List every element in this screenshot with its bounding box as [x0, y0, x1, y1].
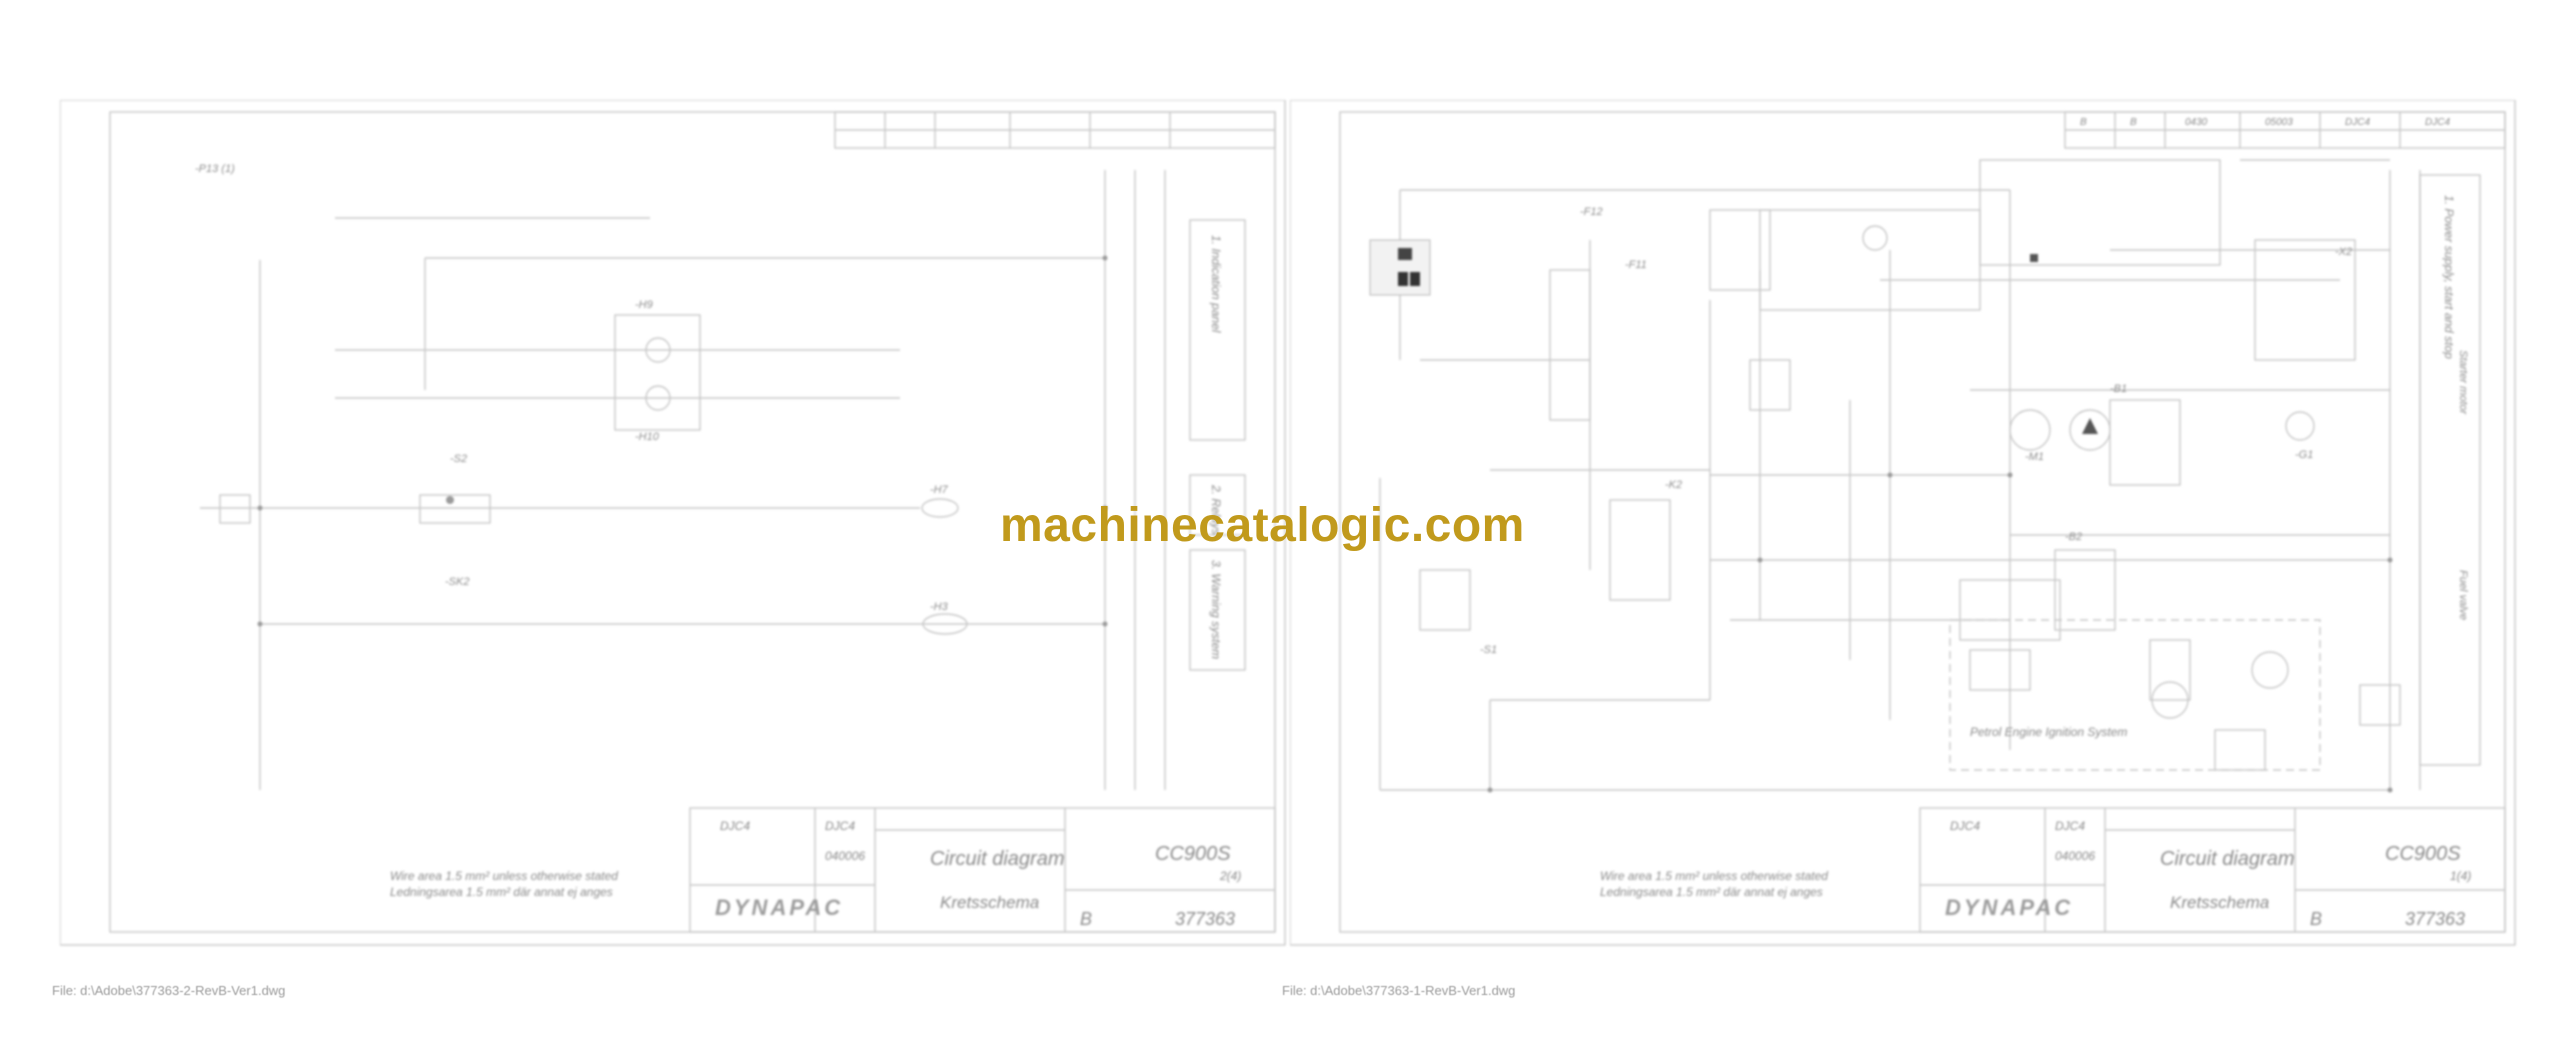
label-h9: -H9 — [635, 299, 653, 311]
section-starter: Starter motor — [2457, 350, 2469, 416]
section-1: 1. Indication panel — [1209, 235, 1223, 333]
section-3: 3. Warning system — [1209, 560, 1223, 659]
circuit-sheet-1: -F12 -F11 -K2 -M1 -S1 -G1 -X2 -B1 -B2 Pe… — [1290, 100, 2520, 950]
file-path-right: File: d:\Adobe\377363-1-RevB-Ver1.dwg — [1282, 983, 1516, 998]
wire-note-en: Wire area 1.5 mm² unless otherwise state… — [1600, 869, 1828, 883]
label-k2: -K2 — [1665, 479, 1682, 491]
file-path-left: File: d:\Adobe\377363-2-RevB-Ver1.dwg — [52, 983, 286, 998]
label-f12: -F12 — [1580, 206, 1603, 218]
schematic-drawing-2: -P13 (1) -S2 -SK2 -H3 -H7 -H9 -H10 1. In… — [60, 100, 1286, 946]
warning-lamp-icon — [2082, 418, 2098, 434]
revision: B — [2310, 909, 2322, 929]
checked-by: DJC4 — [2055, 819, 2085, 833]
drawn-by: DJC4 — [720, 819, 750, 833]
section-2: 2. Relays — [1209, 484, 1223, 535]
label-f11: -F11 — [1625, 259, 1647, 271]
petrol-box-label: Petrol Engine Ignition System — [1970, 725, 2127, 739]
label-h7: -H7 — [930, 484, 949, 496]
rev-col-4: 05003 — [2265, 117, 2293, 128]
rev-col-3: 0430 — [2185, 117, 2208, 128]
label-x2: -X2 — [2335, 246, 2352, 258]
revision: B — [1080, 909, 1092, 929]
wire-note-en: Wire area 1.5 mm² unless otherwise state… — [390, 869, 618, 883]
rev-col-6: DJC4 — [2425, 117, 2450, 128]
dynapac-logo: DYNAPAC — [1945, 895, 2073, 920]
drawing-no: 377363 — [2405, 909, 2465, 929]
label-s2: -S2 — [450, 453, 467, 465]
label-b1: -B1 — [2110, 383, 2127, 395]
title-sv: Kretsschema — [940, 893, 1039, 912]
label-g1: -G1 — [2295, 449, 2313, 461]
drawing-no: 377363 — [1175, 909, 1235, 929]
relay-contact-icon — [2030, 254, 2038, 262]
dynapac-logo: DYNAPAC — [715, 895, 843, 920]
drawn-by: DJC4 — [1950, 819, 1980, 833]
checked-by: DJC4 — [825, 819, 855, 833]
wire-note-sv: Ledningsarea 1.5 mm² där annat ej anges — [1600, 885, 1823, 899]
watermark-text: machinecatalogic.com — [1000, 499, 1525, 552]
rev-col-1: B — [2080, 117, 2087, 128]
section-fuel: Fuel valve — [2457, 570, 2469, 620]
section-1: 1. Power supply, start and stop — [2442, 195, 2456, 359]
label-b2: -B2 — [2065, 531, 2082, 543]
sheet-no: 1(4) — [2450, 869, 2471, 883]
sheet-no: 2(4) — [1219, 869, 1241, 883]
label-s1: -S1 — [1480, 644, 1497, 656]
date: 040006 — [825, 849, 865, 863]
rev-col-2: B — [2130, 117, 2137, 128]
wire-note-sv: Ledningsarea 1.5 mm² där annat ej anges — [390, 885, 613, 899]
schematic-drawing-1: -F12 -F11 -K2 -M1 -S1 -G1 -X2 -B1 -B2 Pe… — [1290, 100, 2516, 946]
date: 040006 — [2055, 849, 2095, 863]
connector-legend-icon — [1369, 239, 1431, 296]
rev-col-5: DJC4 — [2345, 117, 2370, 128]
label-h10: -H10 — [635, 431, 660, 443]
title-en: Circuit diagram — [930, 848, 1064, 870]
circuit-sheet-2: -P13 (1) -S2 -SK2 -H3 -H7 -H9 -H10 1. In… — [60, 100, 1290, 950]
label-h3: -H3 — [930, 601, 949, 613]
title-sv: Kretsschema — [2170, 893, 2269, 912]
label-p13: -P13 (1) — [195, 163, 235, 175]
label-m1: -M1 — [2025, 451, 2044, 463]
title-en: Circuit diagram — [2160, 848, 2294, 870]
model: CC900S — [2385, 843, 2461, 865]
model: CC900S — [1155, 843, 1231, 865]
label-sk2: -SK2 — [445, 576, 469, 588]
